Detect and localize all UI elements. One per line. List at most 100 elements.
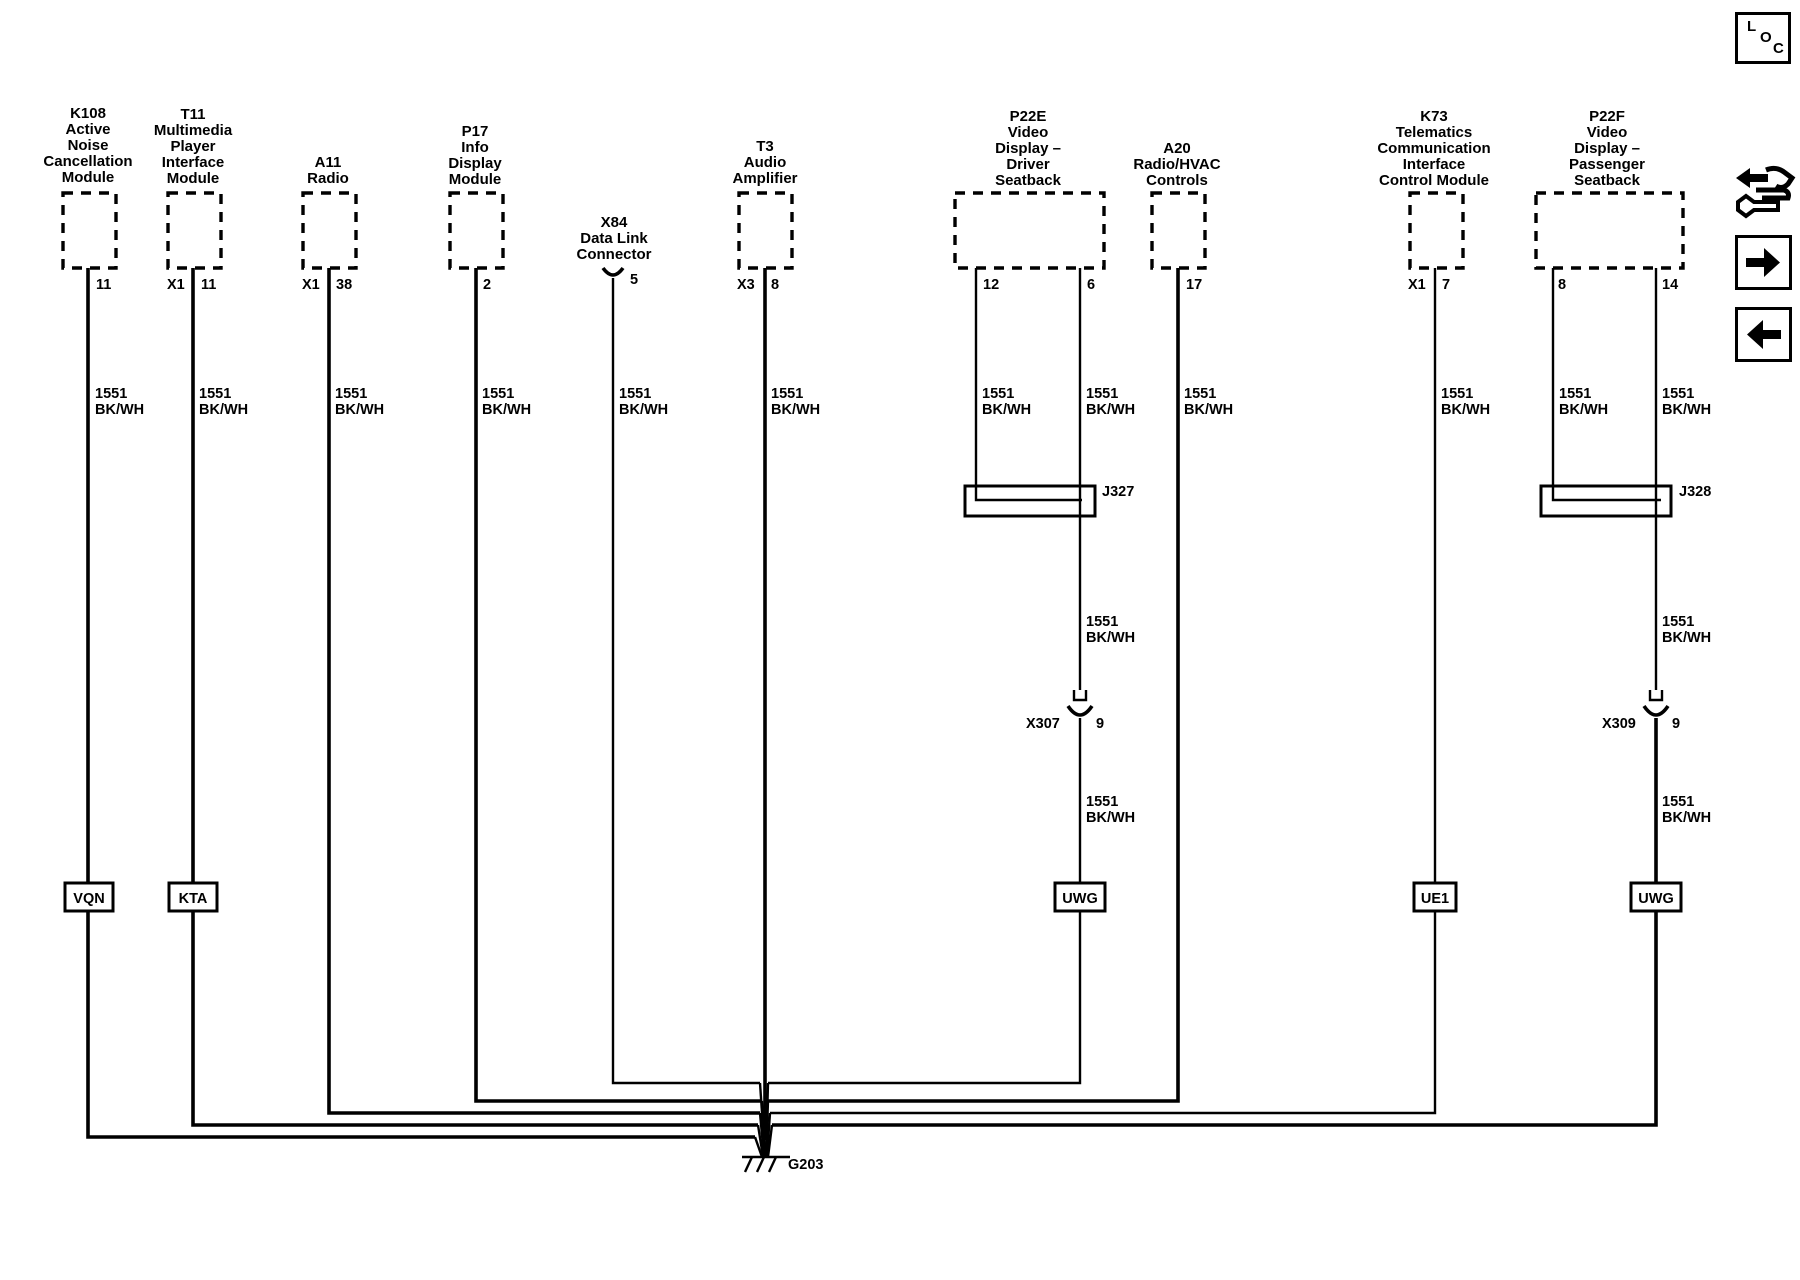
wire-color: BK/WH xyxy=(982,402,1031,418)
option-code-label: VQN xyxy=(73,891,104,907)
connector-id: X3 xyxy=(737,277,755,293)
loc-letter: L xyxy=(1747,18,1757,35)
circuit-number: 1551 xyxy=(482,386,514,402)
inline-connector-label: X307 xyxy=(1026,716,1060,732)
wire-p17 xyxy=(474,268,762,1103)
wire-color: BK/WH xyxy=(1662,402,1711,418)
module-p22f-title: P22F Video Display – Passenger Seatback xyxy=(1569,108,1645,189)
wire-color: BK/WH xyxy=(1559,402,1608,418)
module-k73-title: K73 Telematics Communication Interface C… xyxy=(1377,108,1490,189)
circuit-number: 1551 xyxy=(1086,386,1118,402)
connector-id: X1 xyxy=(302,277,320,293)
module-id: P17 xyxy=(462,123,489,140)
module-k108-box xyxy=(61,191,118,270)
module-p22e-box xyxy=(953,191,1106,270)
wire-t11 xyxy=(191,268,758,1127)
wire-color: BK/WH xyxy=(1441,402,1490,418)
circuit-number: 1551 xyxy=(1662,794,1694,810)
pin-number: 11 xyxy=(96,277,111,293)
module-desc: Interface xyxy=(1403,156,1466,173)
wire-a20 xyxy=(768,268,1180,1103)
module-desc: Module xyxy=(167,170,220,187)
module-a20-title: A20 Radio/HVAC Controls xyxy=(1133,140,1220,189)
splice-j328 xyxy=(1539,484,1673,518)
module-desc: Seatback xyxy=(1574,172,1641,189)
module-t3-box xyxy=(737,191,794,270)
pin-number: 2 xyxy=(483,277,491,293)
location-view-button[interactable]: L O C xyxy=(1735,12,1791,64)
module-desc: Amplifier xyxy=(732,170,797,187)
splice-label: J327 xyxy=(1102,484,1134,500)
pin-number: 12 xyxy=(983,277,999,293)
previous-page-button[interactable] xyxy=(1735,307,1792,362)
inline-connector-label: X309 xyxy=(1602,716,1636,732)
module-a11-title: A11 Radio xyxy=(307,154,349,187)
module-desc: Passenger xyxy=(1569,156,1645,173)
module-id: T11 xyxy=(180,106,205,123)
module-desc: Display – xyxy=(1574,140,1640,157)
wire-p22f-ground xyxy=(772,718,1658,1127)
circuit-number: 1551 xyxy=(1559,386,1591,402)
module-id: K73 xyxy=(1420,108,1448,125)
module-x84-title: X84 Data Link Connector xyxy=(577,214,652,263)
module-a20-box xyxy=(1150,191,1207,270)
pin-number: 17 xyxy=(1186,277,1202,293)
module-desc: Driver xyxy=(1006,156,1050,173)
module-a11-box xyxy=(301,191,358,270)
circuit-number: 1551 xyxy=(771,386,803,402)
inline-connector-x309 xyxy=(1642,690,1670,717)
module-id: K108 xyxy=(70,105,106,122)
module-desc: Player xyxy=(170,138,215,155)
module-desc: Active xyxy=(65,121,110,138)
pin-number: 8 xyxy=(1558,277,1566,293)
module-desc: Info xyxy=(461,139,489,156)
wire-color: BK/WH xyxy=(482,402,531,418)
loc-letter: O xyxy=(1760,29,1772,46)
pin-number: 6 xyxy=(1087,277,1095,293)
component-tools-button[interactable] xyxy=(1732,162,1796,220)
pin-number: 5 xyxy=(630,272,638,288)
module-id: P22F xyxy=(1589,108,1625,125)
circuit-number: 1551 xyxy=(619,386,651,402)
option-code-vqn: VQN xyxy=(63,881,115,913)
pin-number: 14 xyxy=(1662,277,1678,293)
module-desc: Module xyxy=(449,171,502,188)
inline-pin-label: 9 xyxy=(1672,716,1680,732)
wire-color: BK/WH xyxy=(1086,810,1135,826)
module-desc: Audio xyxy=(744,154,787,171)
option-code-ue1: UE1 xyxy=(1412,881,1458,913)
module-t11-title: T11 Multimedia Player Interface Module xyxy=(154,106,233,187)
wire-color: BK/WH xyxy=(1184,402,1233,418)
module-id: P22E xyxy=(1010,108,1047,125)
module-t11-box xyxy=(166,191,223,270)
circuit-number: 1551 xyxy=(335,386,367,402)
module-id: A20 xyxy=(1163,140,1191,157)
module-desc: Telematics xyxy=(1396,124,1472,141)
wire-color: BK/WH xyxy=(1086,402,1135,418)
module-t3-title: T3 Audio Amplifier xyxy=(732,138,797,187)
module-desc: Radio/HVAC xyxy=(1133,156,1220,173)
wire-p22e-pin12 xyxy=(974,268,1082,502)
module-desc: Display – xyxy=(995,140,1061,157)
splice-label: J328 xyxy=(1679,484,1711,500)
module-p22e-title: P22E Video Display – Driver Seatback xyxy=(995,108,1062,189)
circuit-number: 1551 xyxy=(199,386,231,402)
connector-id: X1 xyxy=(1408,277,1426,293)
loc-letter: C xyxy=(1773,40,1784,57)
module-k108-title: K108 Active Noise Cancellation Module xyxy=(43,105,132,186)
module-id: X84 xyxy=(601,214,628,231)
module-k73-box xyxy=(1408,191,1465,270)
next-page-button[interactable] xyxy=(1735,235,1792,290)
option-code-label: UWG xyxy=(1638,891,1673,907)
module-p22f-box xyxy=(1534,191,1685,270)
wire-color: BK/WH xyxy=(619,402,668,418)
module-desc: Video xyxy=(1008,124,1049,141)
pin-number: 7 xyxy=(1442,277,1450,293)
circuit-number: 1551 xyxy=(1184,386,1216,402)
wire-color: BK/WH xyxy=(771,402,820,418)
ground-label: G203 xyxy=(788,1157,823,1173)
module-desc: Data Link xyxy=(580,230,648,247)
module-desc: Radio xyxy=(307,170,349,187)
circuit-number: 1551 xyxy=(982,386,1014,402)
